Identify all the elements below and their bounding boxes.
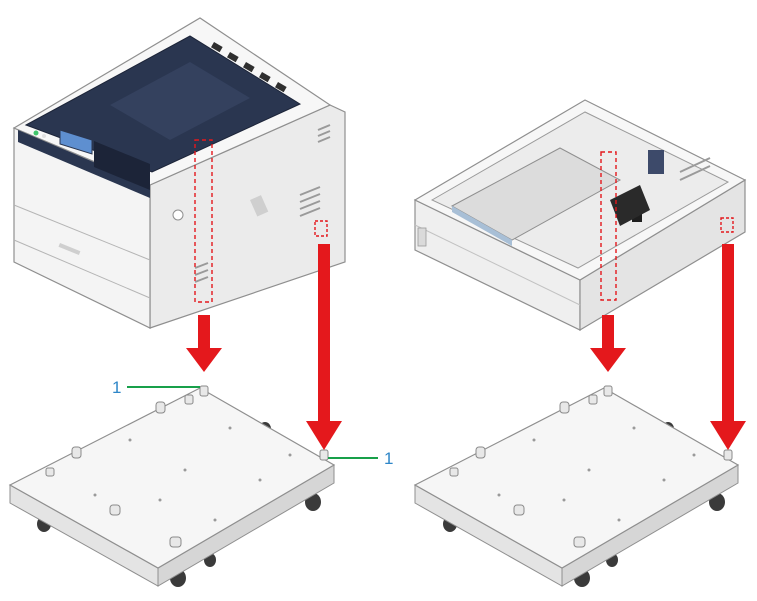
callout-label: 1 xyxy=(384,449,393,468)
down-arrow-tray-right xyxy=(710,244,746,450)
callout-1-left: 1 xyxy=(112,378,200,397)
down-arrow-printer-left xyxy=(186,315,222,372)
callout-label: 1 xyxy=(112,378,121,397)
paper-tray-unit xyxy=(413,99,747,332)
caster-base-right xyxy=(413,385,740,587)
down-arrow-printer-right xyxy=(306,244,342,450)
down-arrow-tray-left xyxy=(590,315,626,372)
caster-base-left xyxy=(8,385,336,587)
printer xyxy=(12,17,346,329)
callout-1-right: 1 xyxy=(328,449,393,468)
